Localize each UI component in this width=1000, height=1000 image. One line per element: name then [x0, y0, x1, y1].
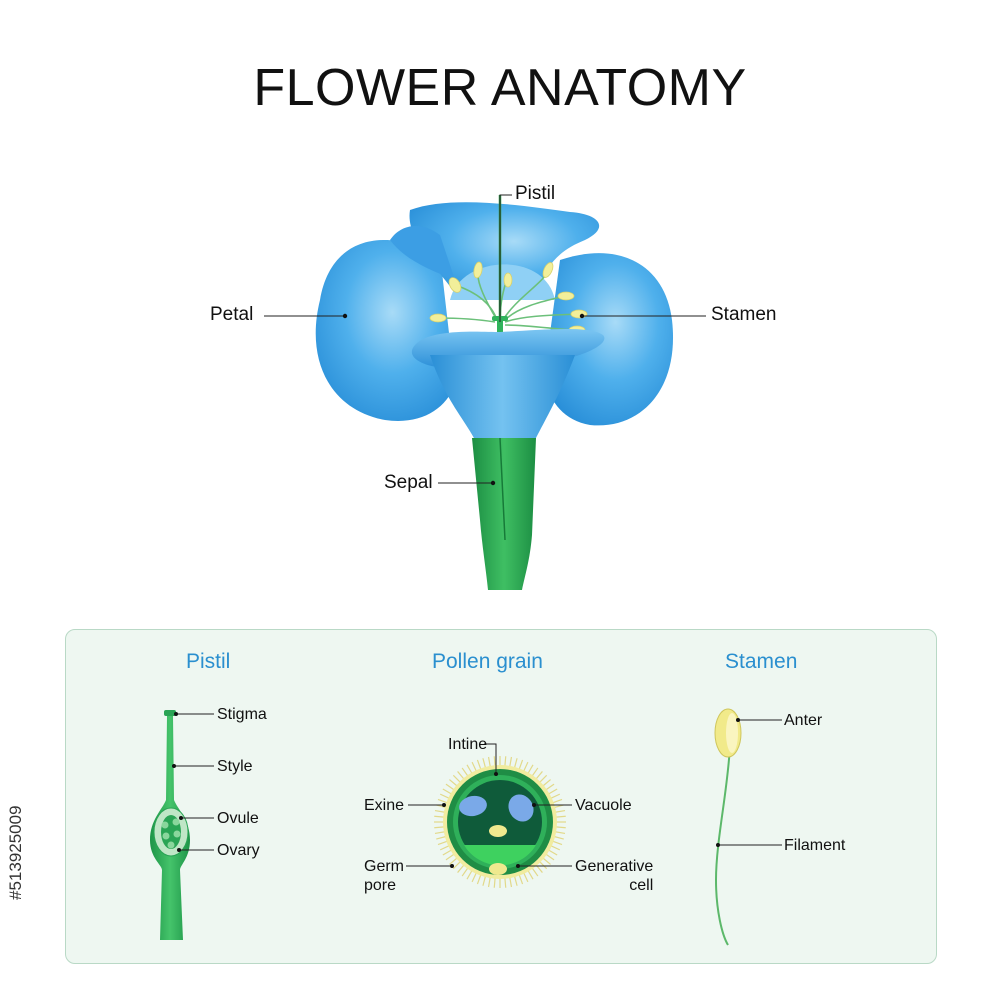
label-anter: Anter [784, 712, 823, 729]
label-exine: Exine [364, 797, 405, 814]
label-petal: Petal [210, 304, 254, 325]
label-ovary: Ovary [217, 842, 260, 859]
heading-pistil: Pistil [186, 650, 231, 673]
petal-back-left [390, 225, 455, 280]
corolla-tube [430, 355, 575, 440]
label-style: Style [217, 758, 253, 775]
petal-right [545, 253, 674, 426]
flower-leader-lines [264, 194, 706, 484]
label-generative-cell: Generative cell [575, 857, 653, 895]
label-germ-line2: pore [364, 877, 397, 894]
page-title: FLOWER ANATOMY [253, 59, 747, 117]
label-vacuole: Vacuole [575, 797, 632, 814]
label-germ-pore: Germ pore [364, 857, 404, 895]
flower-illustration [264, 194, 706, 590]
label-sepal: Sepal [384, 472, 433, 493]
detail-panel [65, 629, 937, 964]
label-pistil: Pistil [515, 183, 556, 204]
label-filament: Filament [784, 837, 846, 854]
label-ovule: Ovule [217, 810, 259, 827]
petal-left [315, 240, 455, 421]
heading-stamen: Stamen [725, 650, 798, 673]
label-stigma: Stigma [217, 706, 267, 723]
label-gen-line2: cell [629, 877, 654, 894]
label-stamen: Stamen [711, 304, 777, 325]
label-germ-line1: Germ [364, 858, 404, 875]
label-gen-line1: Generative [575, 858, 654, 875]
stock-id: #513925009 [6, 805, 25, 900]
petal-top [409, 202, 600, 300]
label-intine: Intine [448, 736, 488, 753]
heading-pollen-grain: Pollen grain [432, 650, 543, 673]
